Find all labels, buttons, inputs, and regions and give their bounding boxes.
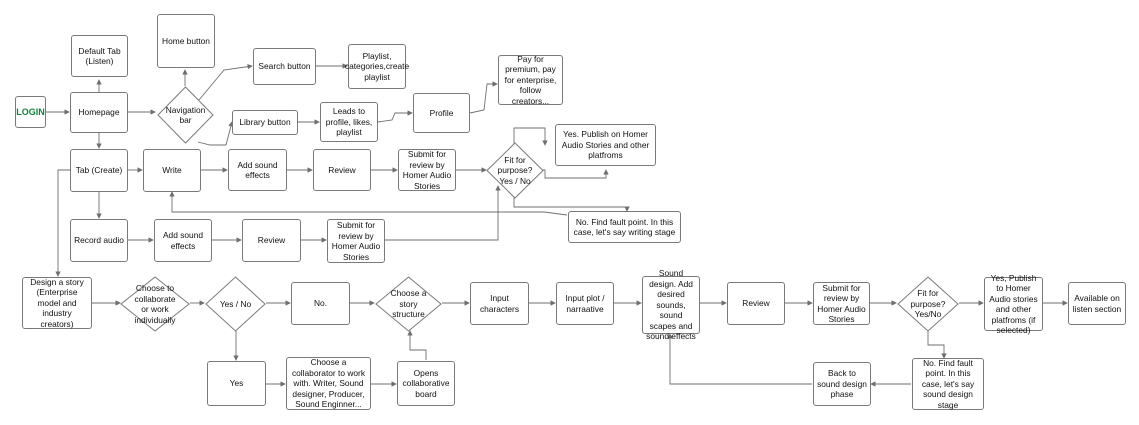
arrow-fit-no xyxy=(513,192,630,212)
arrow-library-profile xyxy=(377,110,413,123)
choose-collaborate-decision: Choose to collaborate or work individual… xyxy=(120,276,190,332)
no-node: No. xyxy=(291,282,350,325)
tab-create-node: Tab (Create) xyxy=(70,149,128,192)
arrow-fault-write xyxy=(169,191,568,216)
arrow-submit2-fit xyxy=(385,185,501,241)
fit-for-purpose-decision-2: Fit for purpose? Yes/No xyxy=(897,276,959,332)
record-audio-node: Record audio xyxy=(70,219,128,262)
arrow-navbar-search xyxy=(198,63,253,101)
navigation-bar-decision: Navigation bar xyxy=(157,86,214,144)
submit-review-node-1: Submit for review by Homer Audio Stories xyxy=(398,149,456,191)
search-result-node: Playlist, categories,create playlist xyxy=(345,44,409,89)
story-structure-decision: Choose a story structure xyxy=(375,276,442,332)
review-node-3: Review xyxy=(727,282,785,325)
profile-result-node: Pay for premium, pay for enterprise, fol… xyxy=(498,54,563,106)
choose-collaborator-node: Choose a collaborator to work with. Writ… xyxy=(286,357,371,410)
submit-review-node-3: Submit for review by Homer Audio Stories xyxy=(813,282,870,325)
yes-no-decision: Yes / No xyxy=(205,276,266,332)
yes-publish-node-2: Yes, Publish to Homer Audio stories and … xyxy=(984,273,1043,335)
review-node-2: Review xyxy=(242,219,301,262)
arrow-board-structure xyxy=(407,330,427,360)
collaborative-board-node: Opens collaborative board xyxy=(397,361,455,406)
homepage-node: Homepage xyxy=(70,92,128,133)
arrow-fit-yes-loop xyxy=(513,127,548,150)
back-sound-design-node: Back to sound design phase xyxy=(813,362,871,406)
search-button-node: Search button xyxy=(253,48,316,85)
profile-node: Profile xyxy=(413,93,470,133)
input-plot-node: Input plot / narraative xyxy=(556,282,614,325)
write-node: Write xyxy=(143,149,201,192)
fit-for-purpose-decision-1: Fit for purpose? Yes / No xyxy=(486,142,544,199)
login-node: LOGIN xyxy=(15,96,46,128)
design-story-node: Design a story (Enterprise model and ind… xyxy=(22,277,92,329)
arrow-back-sounddesign xyxy=(667,333,812,385)
yes-node: Yes xyxy=(207,361,266,406)
arrow-tabcreate-design xyxy=(55,169,70,277)
submit-review-node-2: Submit for review by Homer Audio Stories xyxy=(327,219,385,263)
home-button-node: Home button xyxy=(157,14,215,68)
add-sound-effects-node-1: Add sound effects xyxy=(228,149,287,191)
no-fault-node-2: No. Find fault point. In this case, let'… xyxy=(912,358,984,410)
library-result-node: Leads to profile, likes, playlist xyxy=(320,102,378,142)
arrow-profile-result xyxy=(469,81,498,114)
yes-publish-node-1: Yes. Publish on Homer Audio Stories and … xyxy=(555,124,656,166)
arrow-fit2-no xyxy=(927,330,947,359)
no-fault-node-1: No. Find fault point. In this case, let'… xyxy=(568,211,681,243)
default-tab-node: Default Tab (Listen) xyxy=(71,35,128,77)
sound-design-node: Sound design. Add desired sounds, sound … xyxy=(642,268,700,341)
review-node-1: Review xyxy=(313,149,371,191)
available-listen-node: Available on listen section xyxy=(1068,282,1126,325)
library-button-node: Library button xyxy=(232,110,298,135)
input-characters-node: Input characters xyxy=(470,282,529,325)
add-sound-effects-node-2: Add sound effects xyxy=(154,219,212,262)
arrow-navbar-library xyxy=(197,121,234,146)
